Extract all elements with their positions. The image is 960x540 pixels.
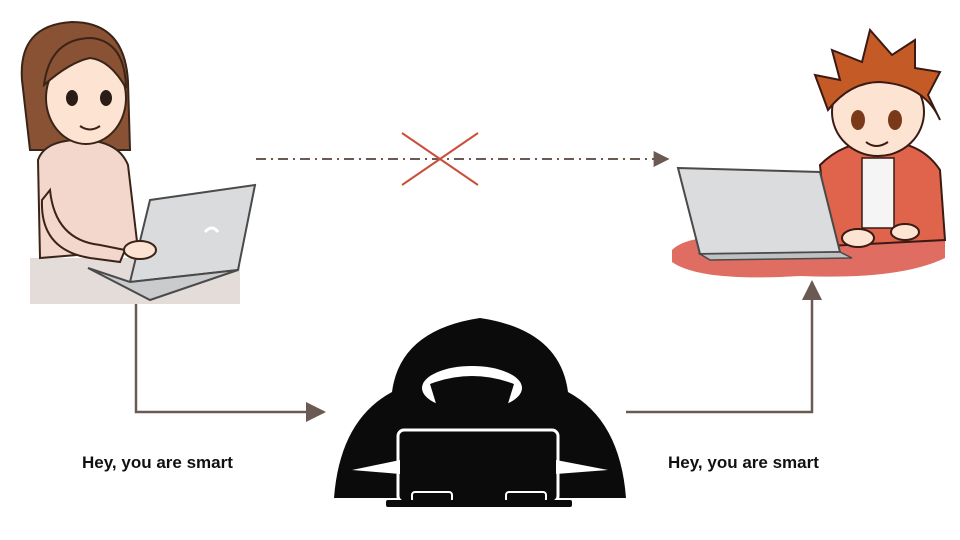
right-message-label: Hey, you are smart xyxy=(668,453,819,472)
cross-icon xyxy=(401,132,479,186)
woman-laptop-icon xyxy=(20,20,257,304)
sender-to-attacker-arrow xyxy=(134,304,326,422)
attacker-to-receiver-arrow xyxy=(626,280,822,414)
hooded-hacker-icon xyxy=(334,318,626,507)
left-message-label: Hey, you are smart xyxy=(82,453,233,472)
boy-laptop-icon xyxy=(672,27,947,278)
